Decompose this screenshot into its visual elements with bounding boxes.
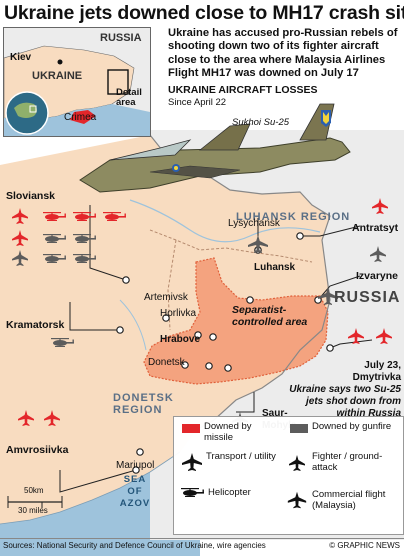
city-dot-east: [224, 364, 232, 372]
scale-km: 50km: [24, 486, 44, 495]
place-lysychansk: Lysychansk: [228, 218, 280, 229]
transport-plane-icon: [182, 453, 202, 471]
legend-gunfire: Downed by gunfire: [312, 421, 392, 432]
city-dot-mariupol: [136, 448, 144, 456]
missile-swatch: [182, 424, 200, 433]
place-antratsyt: Antratsyt: [352, 222, 399, 234]
su25-illustration: [79, 103, 351, 193]
city-dot-artemivsk: [194, 331, 202, 339]
sources: Sources: National Security and Defence C…: [3, 541, 266, 550]
inset-crimea-label: Crimea: [64, 112, 97, 123]
place-sloviansk: Sloviansk: [6, 190, 56, 202]
place-horlivka: Horlivka: [160, 308, 197, 319]
region-donetsk: DONETSK REGION: [113, 392, 174, 416]
losses-since: Since April 22: [168, 97, 227, 108]
fighter-jet-icon: [289, 455, 305, 471]
helicopter-icon: [181, 488, 204, 497]
legend-helicopter: Helicopter: [208, 487, 251, 498]
dmytrivka-note: Ukraine says two Su-25 jets shot down fr…: [289, 384, 401, 419]
city-dot-hrabove: [181, 361, 189, 369]
city-dot-horlivka: [162, 314, 170, 322]
scale-miles: 30 miles: [18, 506, 48, 515]
region-luhansk: LUHANSK REGION: [236, 211, 351, 223]
legend-missile: Downed by missile: [204, 421, 252, 443]
place-amvrosiivka: Amvrosiivka: [6, 444, 69, 456]
inset-kiev-label: Kiev: [10, 52, 32, 63]
place-artemivsk: Artemivsk: [144, 292, 188, 303]
city-dot-sloviansk: [122, 276, 130, 284]
legend-transport: Transport / utility: [206, 451, 276, 462]
globe-icon: [5, 91, 49, 135]
city-dot-luhansk: [246, 296, 254, 304]
place-luhansk: Luhansk: [254, 262, 296, 273]
legend-fighter: Fighter / ground-attack: [312, 451, 383, 473]
place-kramatorsk: Kramatorsk: [6, 319, 65, 331]
place-hrabove: Hrabove: [160, 334, 201, 345]
legend-commercial: Commercial flight (Malaysia): [312, 489, 386, 511]
gunfire-swatch: [290, 424, 308, 433]
city-dot-donetsk: [209, 333, 217, 341]
inset-map: RUSSIA UKRAINE Kiev Crimea Detail area: [3, 27, 151, 137]
copyright: © GRAPHIC NEWS: [329, 541, 400, 550]
dmytrivka-date: July 23, Dmytrivka: [352, 360, 401, 383]
city-dot-amvrosiivka: [132, 466, 140, 474]
aircraft-label: Sukhoi Su-25: [232, 117, 290, 128]
inset-detail-label: Detail area: [116, 87, 142, 108]
inset-ukraine-label: UKRAINE: [32, 70, 83, 82]
inset-russia-label: RUSSIA: [100, 32, 142, 44]
city-dot-kramatorsk: [116, 326, 124, 334]
place-mariupol: Mariupol: [116, 460, 155, 471]
region-russia: RUSSIA: [334, 289, 401, 306]
commercial-plane-icon: [287, 491, 307, 509]
place-izvaryne: Izvaryne: [356, 270, 399, 282]
legend: Downed by missile Downed by gunfire Tran…: [173, 416, 404, 535]
region-sea: SEA OF AZOV: [119, 474, 151, 509]
scale-bar: [7, 496, 63, 508]
page-title: Ukraine jets downed close to MH17 crash …: [4, 2, 404, 24]
city-dot-saur: [205, 362, 213, 370]
city-dot-antratsyt: [296, 232, 304, 240]
losses-title: UKRAINE AIRCRAFT LOSSES: [168, 84, 318, 96]
separatist-area-label: Separatist-controlled area: [232, 304, 308, 328]
place-donetsk: Donetsk: [148, 357, 185, 368]
city-dot-dmytrivka: [326, 344, 334, 352]
intro-text: Ukraine has accused pro-Russian rebels o…: [168, 27, 398, 80]
